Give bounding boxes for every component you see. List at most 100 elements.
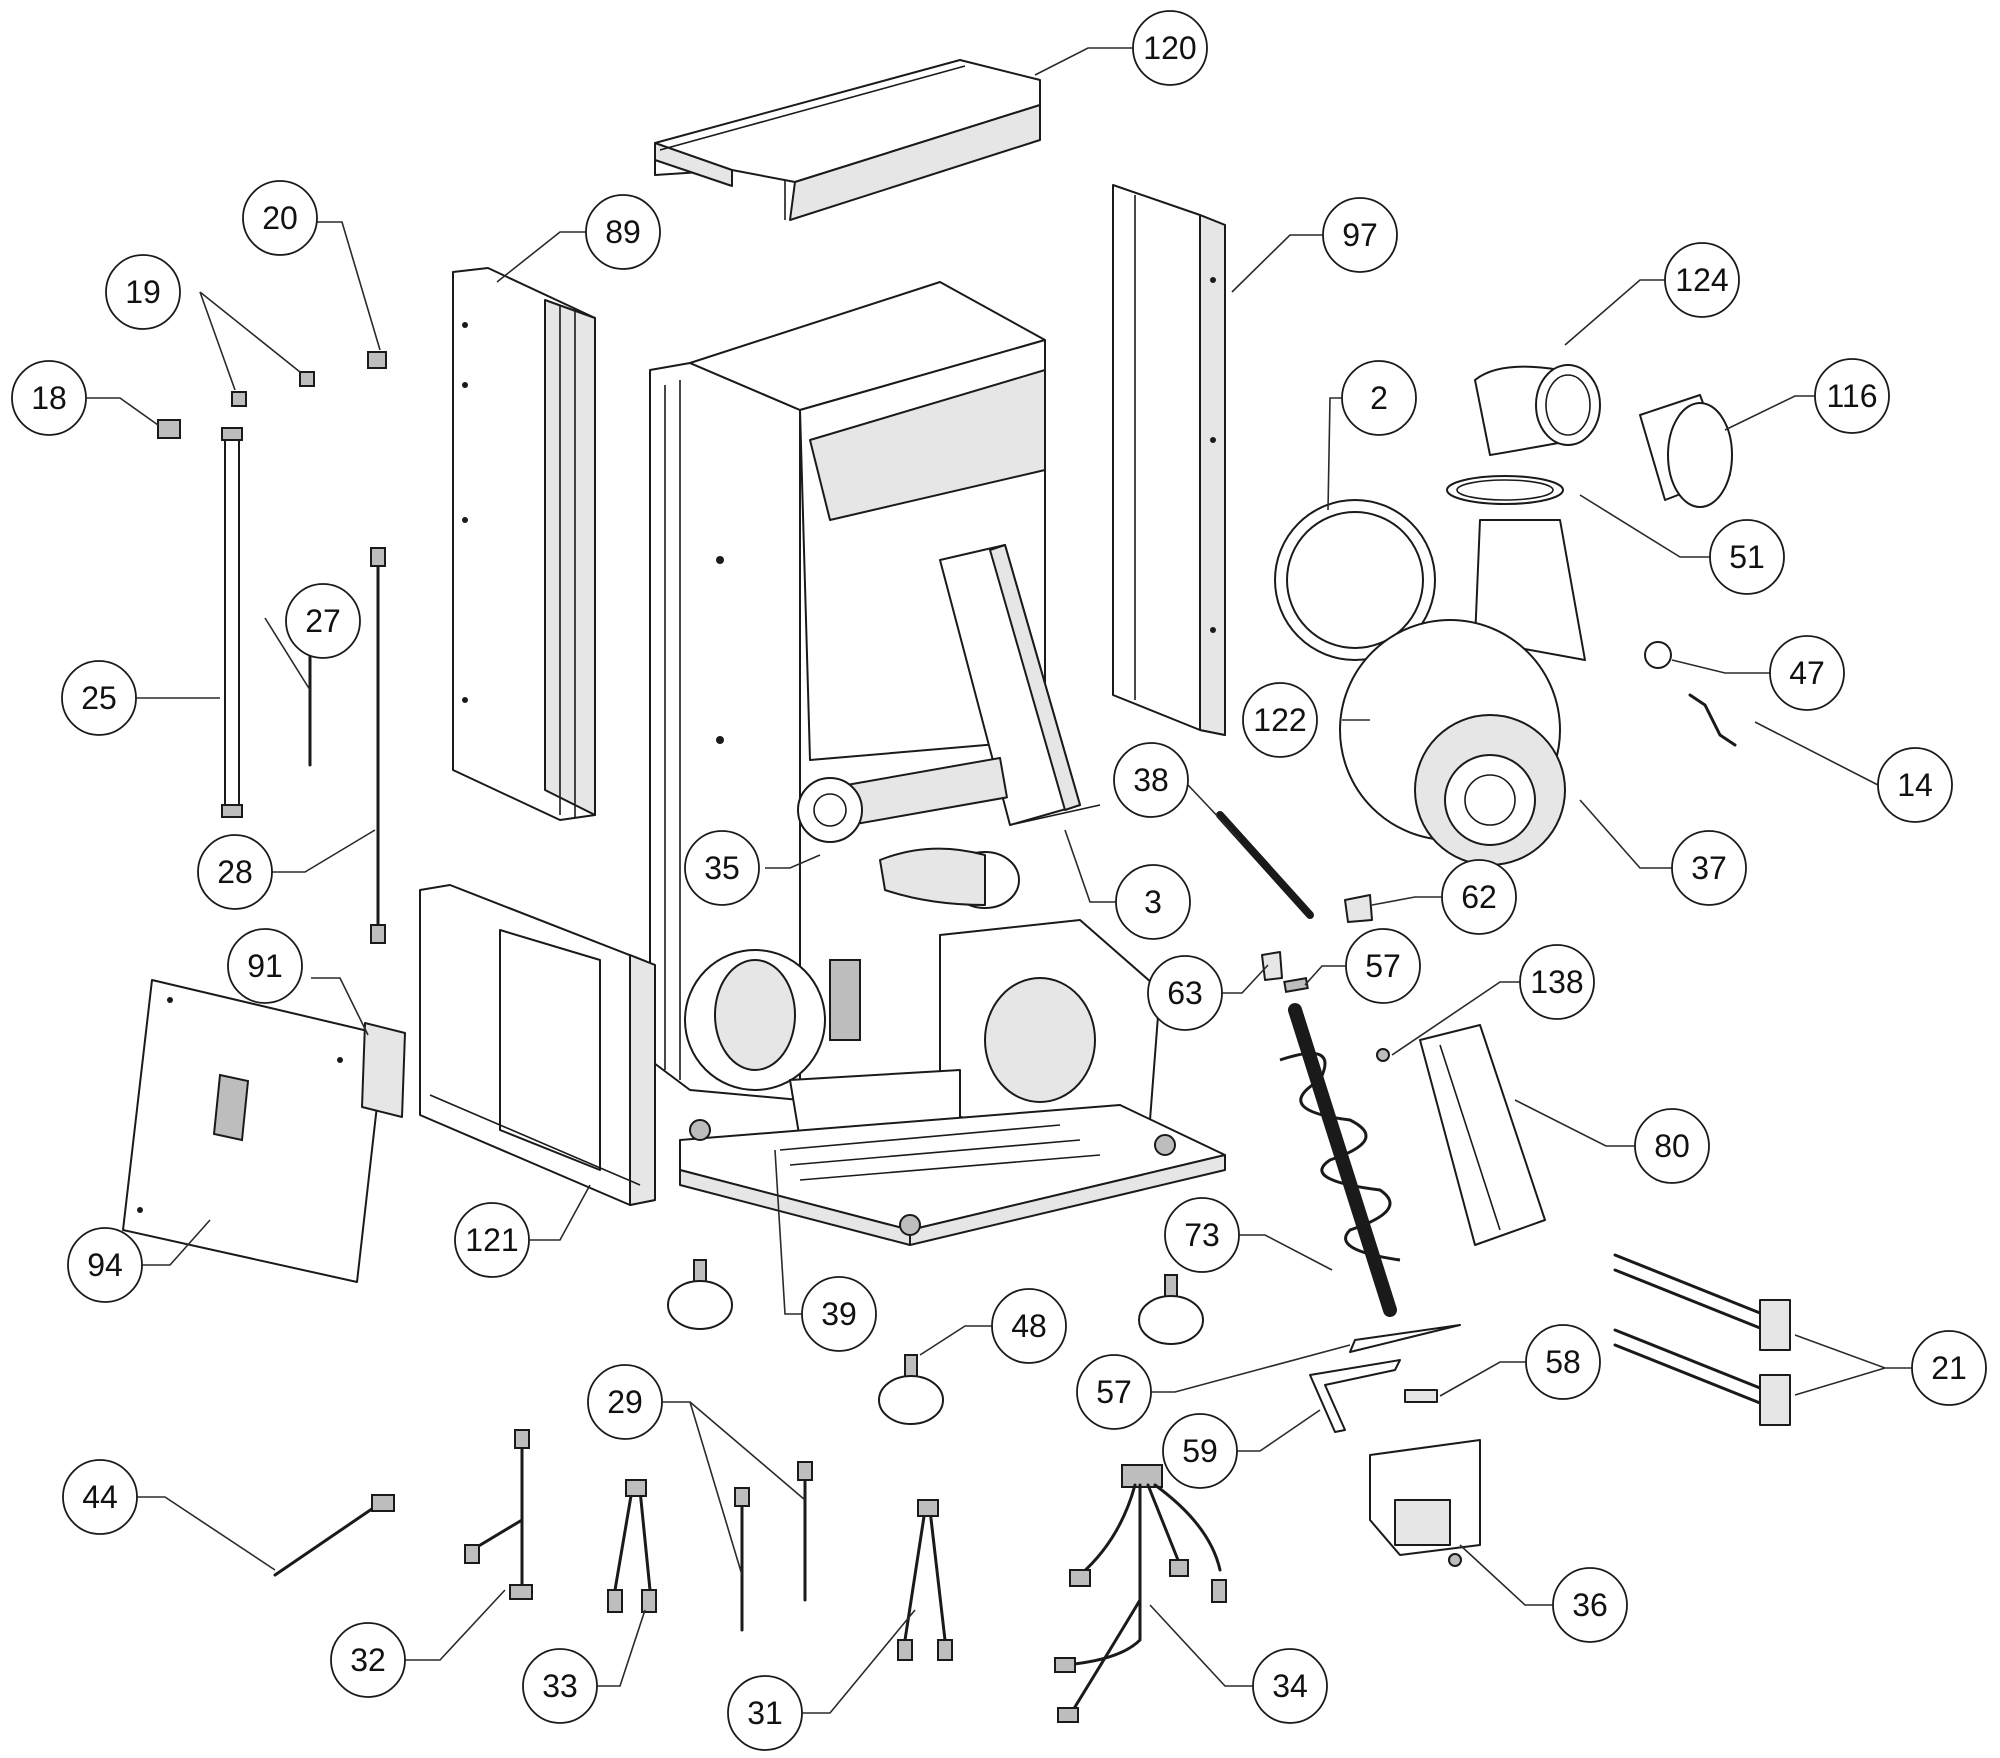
callout-91: 91 [227,928,303,1004]
part-harness-34 [1054,1464,1227,1723]
part-spacer-58 [1404,1389,1438,1403]
part-rod [1216,811,1314,919]
part-ribbon-harness [221,427,243,818]
callout-label: 57 [1365,948,1401,984]
callout-73: 73 [1164,1197,1240,1273]
callout-31: 31 [727,1675,803,1751]
callout-124: 124 [1664,242,1740,318]
part-grommet [1644,641,1672,669]
callout-label: 138 [1530,964,1583,1000]
part-left-side-panel [452,267,596,821]
callout-33: 33 [522,1648,598,1724]
callout-label: 73 [1184,1217,1220,1253]
part-wire-28 [370,547,386,944]
callout-label: 57 [1096,1374,1132,1410]
part-screw-138 [1376,1048,1390,1062]
callout-label: 25 [81,680,117,716]
callout-48: 48 [991,1288,1067,1364]
callout-28: 28 [197,834,273,910]
callout-label: 32 [350,1642,386,1678]
callout-label: 14 [1897,767,1933,803]
callout-35: 35 [684,830,760,906]
callout-label: 62 [1461,879,1497,915]
part-gear-motor [1369,1439,1481,1567]
callout-122: 122 [1242,682,1318,758]
part-cover-plate [1419,1024,1546,1246]
callout-label: 91 [247,948,283,984]
callout-label: 124 [1675,262,1728,298]
callout-62: 62 [1441,859,1517,935]
callout-97: 97 [1322,197,1398,273]
callout-label: 89 [605,214,641,250]
part-pipe-coupler [1639,394,1733,508]
part-harness-29 [734,1461,813,1632]
part-heater-rods [1613,1253,1791,1426]
callout-label: 18 [31,380,67,416]
callout-label: 35 [704,850,740,886]
part-bracket-59 [1309,1359,1401,1433]
callout-47: 47 [1769,635,1845,711]
callout-label: 31 [747,1695,783,1731]
part-switch-bracket [361,1022,406,1118]
callout-116: 116 [1814,358,1890,434]
callout-label: 47 [1789,655,1825,691]
callout-label: 59 [1182,1433,1218,1469]
callout-34: 34 [1252,1648,1328,1724]
part-pin-57-upper [1283,977,1309,993]
callout-89: 89 [585,194,661,270]
callout-label: 44 [82,1479,118,1515]
callout-80: 80 [1634,1108,1710,1184]
callout-38: 38 [1113,742,1189,818]
part-base-plate [679,1104,1226,1246]
part-right-side-panel [1112,184,1226,736]
callout-label: 28 [217,854,253,890]
callout-121: 121 [454,1202,530,1278]
callout-36: 36 [1552,1567,1628,1643]
part-clip-63 [1261,951,1283,981]
callout-3: 3 [1115,864,1191,940]
part-exhaust-blower [1339,364,1601,866]
part-harness-32 [464,1429,533,1600]
callout-32: 32 [330,1622,406,1698]
callout-label: 38 [1133,762,1169,798]
callout-29: 29 [587,1364,663,1440]
part-harness-33 [607,1479,657,1613]
callout-18: 18 [11,360,87,436]
callout-label: 21 [1931,1350,1967,1386]
part-sensor-44 [273,1494,395,1577]
part-top-cover [654,59,1041,221]
callout-label: 122 [1253,702,1306,738]
part-harness-31 [897,1499,953,1661]
part-gasket-ring [1274,499,1436,661]
callout-label: 33 [542,1668,578,1704]
callout-label: 20 [262,200,298,236]
part-front-box [419,884,656,1206]
callout-59: 59 [1162,1413,1238,1489]
callout-label: 121 [465,1222,518,1258]
part-auger-screw [1279,1003,1401,1317]
callout-label: 19 [125,274,161,310]
callout-27: 27 [285,583,361,659]
callout-label: 39 [821,1296,857,1332]
callout-51: 51 [1709,519,1785,595]
callout-label: 36 [1572,1587,1608,1623]
part-front-plate [122,979,386,1283]
callout-44: 44 [62,1459,138,1535]
callout-label: 94 [87,1247,123,1283]
part-connectors-small [157,351,387,439]
callout-57-lower: 57 [1076,1354,1152,1430]
callout-2: 2 [1341,360,1417,436]
callout-label: 29 [607,1384,643,1420]
callout-138: 138 [1519,944,1595,1020]
callout-25: 25 [61,660,137,736]
part-clip-62 [1344,894,1373,923]
callout-39: 39 [801,1276,877,1352]
callout-19: 19 [105,254,181,330]
callout-label: 34 [1272,1668,1308,1704]
leader-lines [86,47,1912,1714]
callout-label: 2 [1370,380,1388,416]
callout-label: 58 [1545,1344,1581,1380]
callout-label: 97 [1342,217,1378,253]
